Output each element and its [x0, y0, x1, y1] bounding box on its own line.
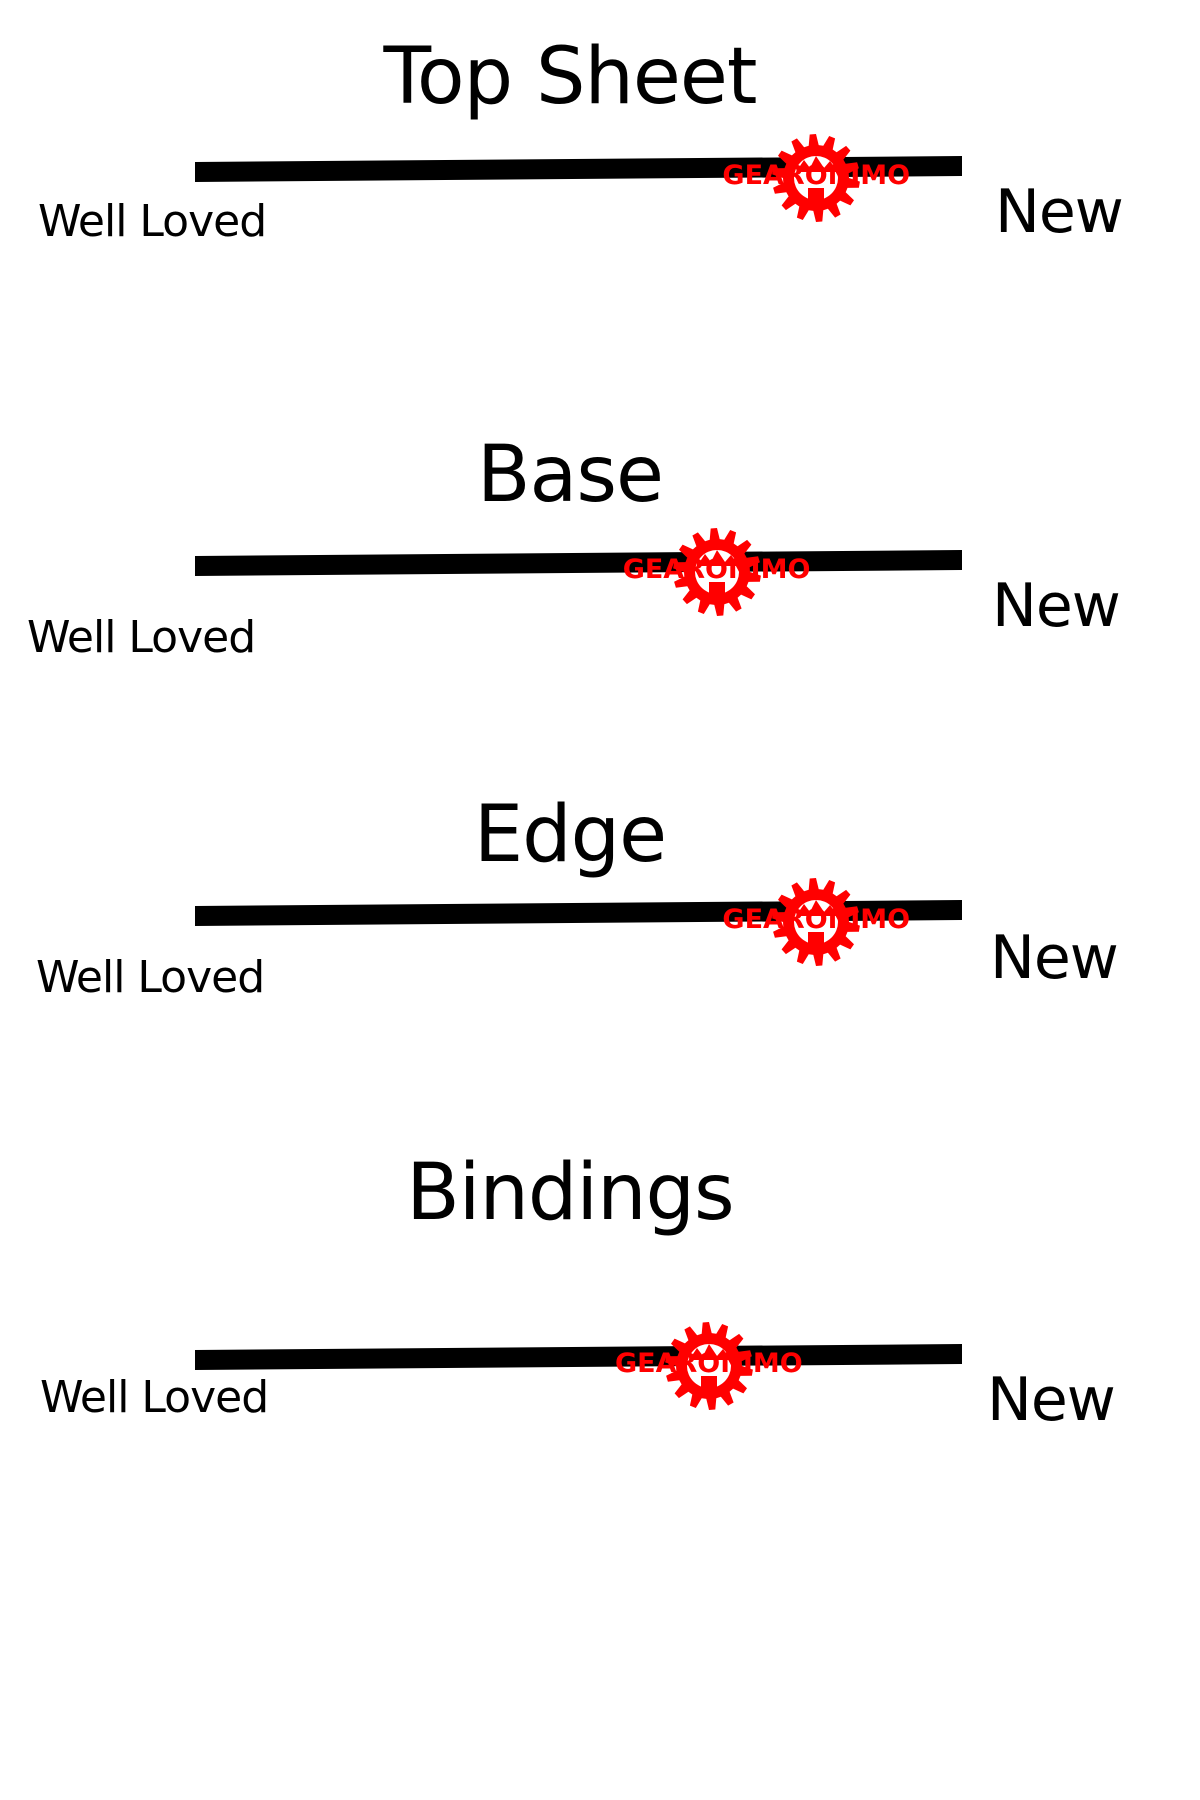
- condition-track: [195, 550, 962, 576]
- gear-logo-icon: [664, 1322, 753, 1410]
- gear-logo-icon: [772, 878, 861, 966]
- mountain-icon: [796, 156, 839, 172]
- well-loved-label: Well Loved: [40, 1372, 269, 1423]
- gauge-title: Top Sheet: [383, 32, 758, 122]
- condition-marker: GEARONIMO: [716, 118, 916, 238]
- condition-line: [195, 1344, 962, 1370]
- gauge-title: Edge: [473, 790, 667, 880]
- gauge-base: Base Well Loved New GEARONIMO: [0, 424, 1200, 724]
- mountain-icon: [688, 1344, 731, 1360]
- condition-line: [195, 900, 962, 926]
- condition-marker: GEARONIMO: [716, 862, 916, 982]
- well-loved-label: Well Loved: [36, 952, 265, 1003]
- condition-line: [195, 156, 962, 182]
- condition-marker: GEARONIMO: [609, 1306, 809, 1426]
- new-label: New: [995, 177, 1124, 247]
- gearonimo-logo-text: GEARONIMO: [622, 554, 811, 585]
- new-label: New: [990, 923, 1119, 993]
- condition-track: [195, 1344, 962, 1370]
- gear-logo-icon: [672, 528, 761, 616]
- condition-line: [195, 550, 962, 576]
- gear-logo-icon: [772, 134, 861, 222]
- gauge-title: Bindings: [406, 1148, 734, 1238]
- gearonimo-logo-text: GEARONIMO: [722, 160, 911, 191]
- gear-base-block: [708, 582, 725, 596]
- gauge-edge: Edge Well Loved New GEARONIMO: [0, 774, 1200, 1074]
- new-label: New: [987, 1365, 1116, 1435]
- condition-marker: GEARONIMO: [617, 512, 817, 632]
- new-label: New: [992, 571, 1121, 641]
- gauge-bindings: Bindings Well Loved New GEARONIMO: [0, 1132, 1200, 1432]
- gear-base-block: [808, 932, 825, 946]
- mountain-icon: [696, 550, 739, 566]
- gauge-top-sheet: Top Sheet Well Loved New GEARONIMO: [0, 30, 1200, 330]
- gear-base-block: [700, 1376, 717, 1390]
- condition-track: [195, 900, 962, 926]
- gearonimo-logo-text: GEARONIMO: [615, 1348, 803, 1379]
- well-loved-label: Well Loved: [27, 612, 256, 663]
- well-loved-label: Well Loved: [38, 196, 267, 247]
- gauge-title: Base: [477, 430, 664, 520]
- mountain-icon: [796, 900, 839, 916]
- gear-base-block: [808, 188, 825, 202]
- gearonimo-logo-text: GEARONIMO: [722, 904, 911, 935]
- condition-track: [195, 156, 962, 182]
